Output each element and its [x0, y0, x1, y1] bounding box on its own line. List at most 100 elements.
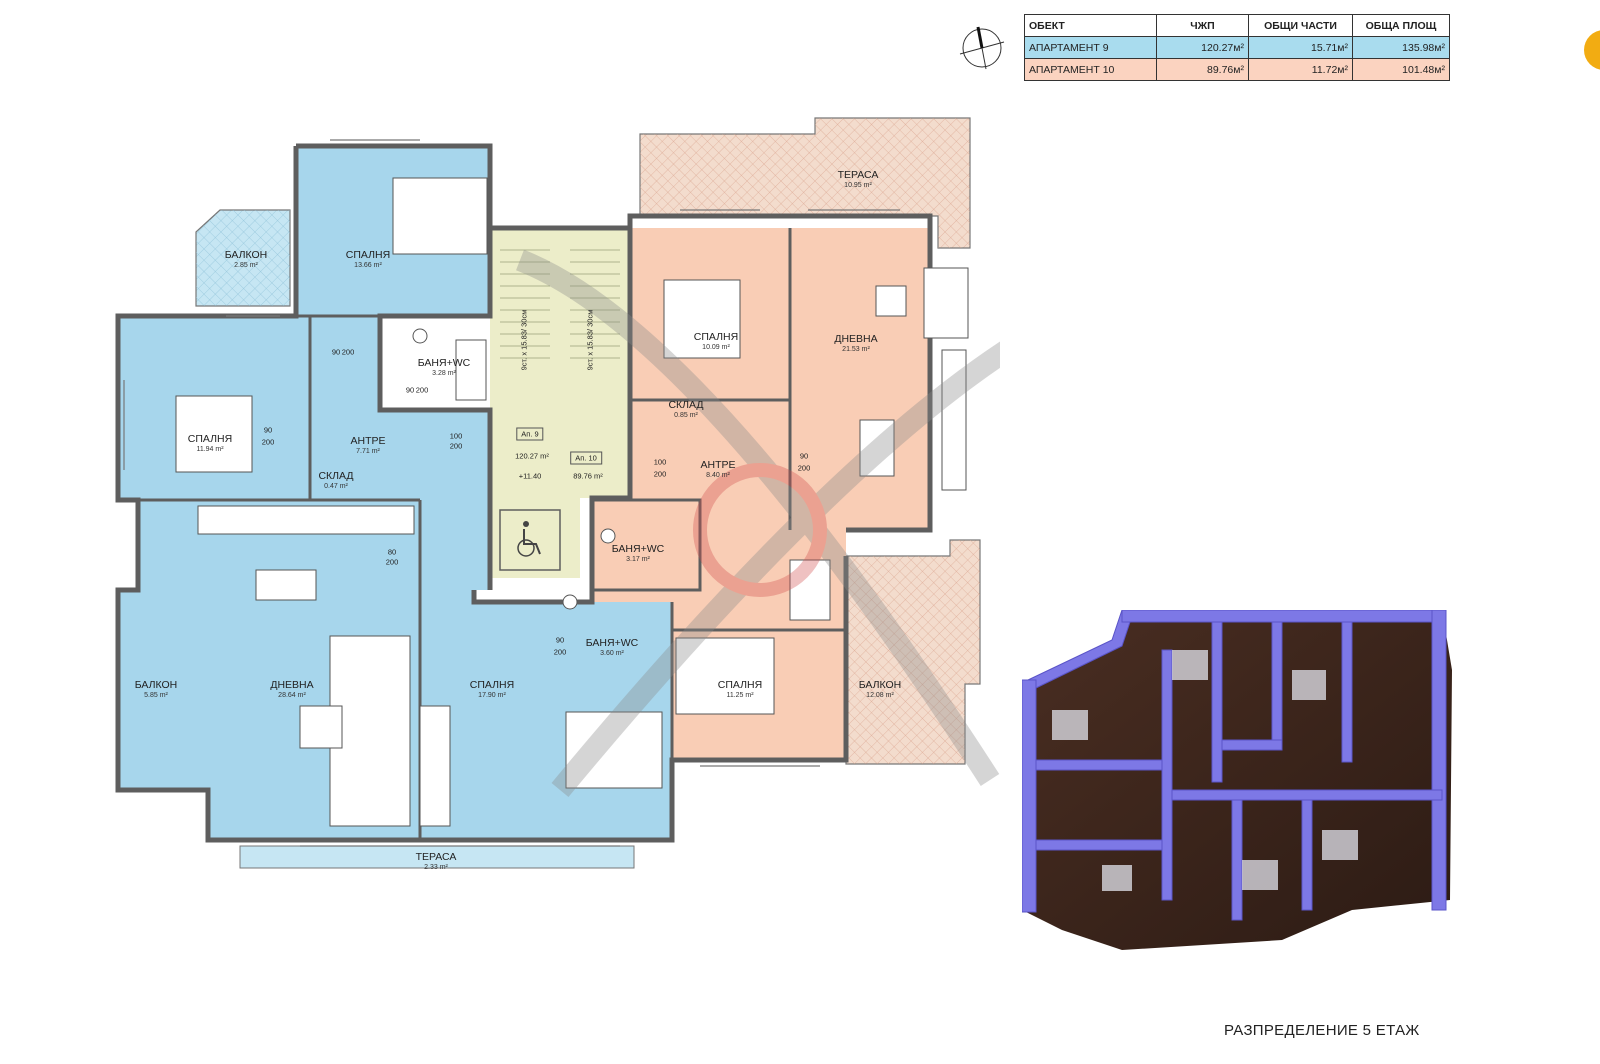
room-name: СКЛАД [318, 470, 354, 483]
row-cjp: 120.27м² [1156, 36, 1249, 59]
walls [115, 143, 933, 843]
room-name: БАЛКОН [224, 249, 268, 262]
area-table-header: ОБЕКТ ЧЖП ОБЩИ ЧАСТИ ОБЩА ПЛОЩ [1024, 14, 1450, 37]
door-dim: 90 [331, 347, 341, 357]
armchair [875, 285, 907, 317]
room-banya-1: БАНЯ+WC 3.28 m² [418, 357, 470, 379]
door-dim: 80 [387, 547, 397, 557]
door-dim: 90 [799, 451, 809, 461]
room-name: СПАЛНЯ [693, 331, 739, 344]
bed [663, 279, 741, 359]
room-name: АНТРЕ [350, 435, 386, 448]
door-dim: 90 [263, 425, 273, 435]
header-common: ОБЩИ ЧАСТИ [1248, 14, 1353, 37]
floor-plan [115, 117, 1000, 869]
stair-hall [490, 228, 630, 498]
coffee-table [299, 705, 343, 749]
room-dnevna-1: ДНЕВНА 28.64 m² [270, 679, 313, 701]
stair-label-right: 9ст. x 15.83/ 30см [585, 309, 595, 371]
stair-treads [500, 249, 620, 359]
bed [675, 637, 775, 715]
door-dim: 90 [405, 385, 415, 395]
room-terasa-2: ТЕРАСА 10.95 m² [838, 169, 879, 191]
door-dim: 200 [553, 647, 567, 657]
room-name: ТЕРАСА [837, 169, 879, 182]
room-area: 11.25 m² [726, 692, 754, 700]
room-banya-2: БАНЯ+WC 3.60 m² [586, 637, 638, 659]
apt10-area-tag: 89.76 m² [573, 471, 603, 481]
room-area: 8.40 m² [706, 472, 730, 480]
room-name: СКЛАД [668, 399, 704, 412]
bed [565, 711, 663, 789]
room-area: 2.85 m² [234, 262, 258, 270]
row-common: 11.72м² [1248, 58, 1353, 81]
door-dim: 200 [653, 469, 667, 479]
sofa [923, 267, 969, 339]
dining-table [255, 569, 317, 601]
bed [175, 395, 253, 473]
header-object: ОБЕКТ [1024, 14, 1157, 37]
balcony-left-top [195, 209, 291, 307]
wardrobe [419, 705, 451, 827]
room-area: 0.85 m² [674, 412, 698, 420]
room-area: 10.95 m² [844, 182, 872, 190]
door-dim: 200 [449, 441, 463, 451]
room-area: 0.47 m² [324, 483, 348, 491]
brand-dot-icon [1584, 30, 1600, 70]
room-area: 10.09 m² [702, 344, 730, 352]
row-name: АПАРТАМЕНТ 10 [1024, 58, 1157, 81]
room-spalnia-5: СПАЛНЯ 11.25 m² [718, 679, 762, 701]
door-dim: 200 [797, 463, 811, 473]
room-area: 12.08 m² [866, 692, 894, 700]
sink [412, 328, 428, 344]
row-total: 135.98м² [1352, 36, 1450, 59]
kitchen-counter [197, 505, 415, 535]
apt9-area-tag: 120.27 m² [515, 451, 549, 461]
room-balkon-2: БАЛКОН 5.85 m² [135, 679, 178, 701]
room-area: 3.60 m² [600, 650, 624, 658]
room-name: ТЕРАСА [415, 851, 457, 864]
room-banya-3: БАНЯ+WC 3.17 m² [612, 543, 664, 565]
room-name: СПАЛНЯ [345, 249, 391, 262]
room-name: БАНЯ+WC [585, 637, 639, 650]
door-dim: 90 [555, 635, 565, 645]
row-cjp: 89.76м² [1156, 58, 1249, 81]
door-dim: 100 [653, 457, 667, 467]
room-name: БАНЯ+WC [417, 357, 471, 370]
room-area: 28.64 m² [278, 692, 306, 700]
wheelchair-icon [517, 521, 541, 557]
room-area: 13.66 m² [354, 262, 382, 270]
row-name: АПАРТАМЕНТ 9 [1024, 36, 1157, 59]
room-balkon-3: БАЛКОН 12.08 m² [859, 679, 902, 701]
room-name: БАЛКОН [858, 679, 902, 692]
floor-caption: РАЗПРЕДЕЛЕНИЕ 5 ЕТАЖ [1224, 1022, 1420, 1039]
elevator [499, 509, 561, 571]
room-terasa-1: ТЕРАСА 2.33 m² [416, 851, 457, 873]
room-name: СПАЛНЯ [187, 433, 233, 446]
room-area: 11.94 m² [196, 446, 224, 454]
row-common: 15.71м² [1248, 36, 1353, 59]
floor-3d-render [1022, 610, 1452, 950]
room-name: БАНЯ+WC [611, 543, 665, 556]
door-dim: 200 [415, 385, 429, 395]
room-spalnia-3: СПАЛНЯ 17.90 m² [470, 679, 514, 701]
room-area: 7.71 m² [356, 448, 380, 456]
wardrobe [789, 559, 831, 621]
room-area: 3.28 m² [432, 370, 456, 378]
room-area: 2.33 m² [424, 864, 448, 872]
sofa [329, 635, 411, 827]
apt10-tag: Ап. 10 [570, 451, 602, 465]
bathtub [455, 339, 487, 401]
room-antre-2: АНТРЕ 8.40 m² [700, 459, 735, 481]
room-spalnia-2: СПАЛНЯ 11.94 m² [188, 433, 232, 455]
room-antre-1: АНТРЕ 7.71 m² [350, 435, 385, 457]
room-sklad-1: СКЛАД 0.47 m² [318, 470, 353, 492]
sink [562, 594, 578, 610]
room-name: АНТРЕ [700, 459, 736, 472]
room-dnevna-2: ДНЕВНА 21.53 m² [834, 333, 877, 355]
toilet [600, 528, 616, 544]
bed [392, 177, 488, 255]
furniture [175, 177, 969, 827]
room-sklad-2: СКЛАД 0.85 m² [668, 399, 703, 421]
table-row: АПАРТАМЕНТ 9 120.27м² 15.71м² 135.98м² [1024, 36, 1450, 59]
